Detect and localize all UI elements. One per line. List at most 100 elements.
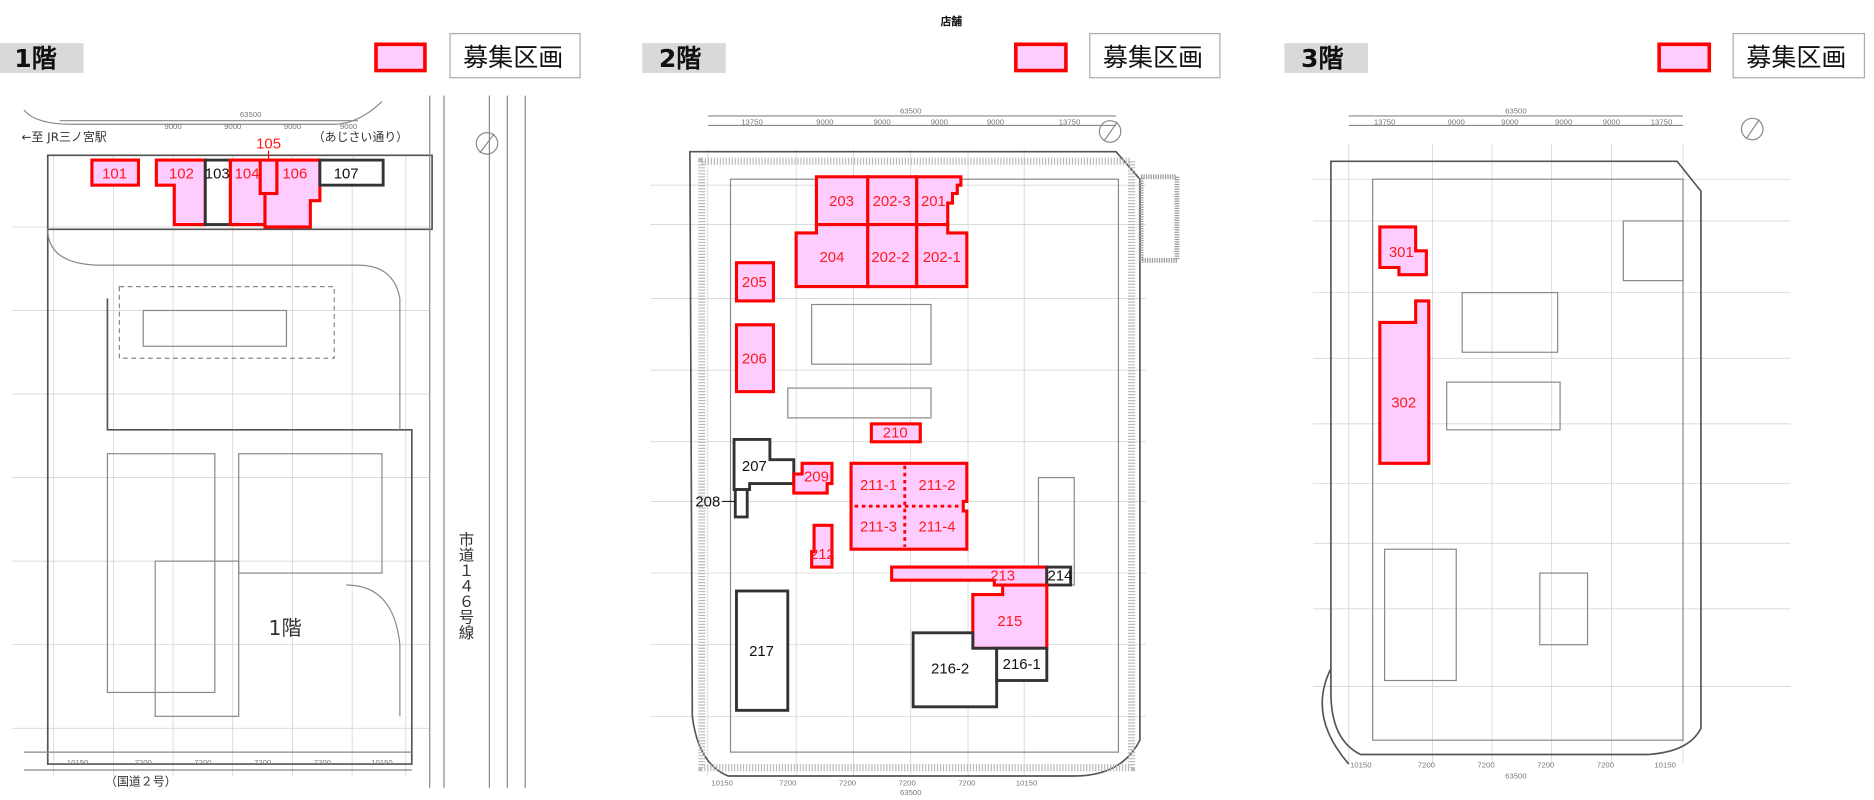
- svg-text:202-2: 202-2: [871, 249, 909, 266]
- unit-101[interactable]: 101: [90, 158, 141, 187]
- legend-box: [449, 32, 581, 79]
- dim-bottom: 7200: [194, 758, 211, 767]
- unit-208[interactable]: 208: [695, 488, 749, 519]
- legend-box: [1732, 32, 1866, 79]
- svg-text:206: 206: [742, 350, 767, 367]
- unit-205[interactable]: 205: [734, 261, 776, 303]
- unit-206[interactable]: 206: [734, 323, 776, 394]
- svg-text:202-1: 202-1: [923, 249, 961, 266]
- unit-213[interactable]: 213: [890, 565, 1049, 587]
- floor-1-label-bg: [0, 43, 84, 73]
- legend-swatch: [1657, 42, 1712, 73]
- dim-total: 63500: [240, 110, 262, 119]
- unit-215[interactable]: 215: [971, 583, 1049, 650]
- svg-text:207: 207: [742, 458, 767, 475]
- dim-span: 13750: [741, 117, 763, 126]
- street-label-west: ←至 JR三ノ宮駅: [21, 130, 106, 144]
- floor-3-label: 3階: [1301, 44, 1343, 73]
- unit-203[interactable]: 203: [814, 175, 870, 227]
- dim-span: 9000: [1603, 117, 1620, 126]
- unit-102[interactable]: 102: [154, 158, 207, 227]
- svg-text:103: 103: [205, 165, 230, 182]
- unit-201[interactable]: 201: [915, 175, 963, 227]
- unit-210[interactable]: 210: [869, 422, 922, 444]
- svg-text:208: 208: [695, 494, 720, 511]
- dim-bottom-total: 63500: [900, 788, 922, 797]
- svg-text:106: 106: [282, 165, 307, 182]
- unit-103[interactable]: 103: [203, 158, 232, 226]
- street-label-east: 市道１４６号線: [457, 531, 475, 640]
- floor-3-label-bg: [1284, 43, 1368, 73]
- dim-bottom: 7200: [1597, 761, 1614, 770]
- floor-1-center-label: 1階: [269, 616, 302, 640]
- unit-216-1[interactable]: 216-1: [995, 646, 1049, 682]
- floor-2-label: 2階: [659, 44, 701, 73]
- unit-207[interactable]: 207: [732, 437, 796, 491]
- dim-bottom: 7200: [135, 758, 152, 767]
- unit-202-1[interactable]: 202-1: [915, 222, 969, 289]
- svg-text:105: 105: [256, 136, 281, 153]
- legend-swatch: [1013, 42, 1068, 73]
- unit-211-3[interactable]: 211-3: [860, 519, 897, 536]
- unit-211-2[interactable]: 211-2: [918, 477, 955, 494]
- floor-1-units: 101 102 103 104 105 106 107: [90, 136, 385, 229]
- dim-bottom: 7200: [779, 779, 796, 788]
- floor-3-units: 301 302: [1378, 225, 1431, 465]
- dim-bottom: 7200: [314, 758, 331, 767]
- unit-211[interactable]: 211-1 211-2 211-3 211-4: [849, 461, 969, 551]
- unit-211-1[interactable]: 211-1: [860, 477, 897, 494]
- unit-202-3[interactable]: 202-3: [866, 175, 919, 227]
- unit-217[interactable]: 217: [735, 589, 790, 712]
- dim-span: 13750: [1651, 117, 1673, 126]
- legend-box: [1089, 32, 1221, 79]
- svg-text:203: 203: [829, 193, 854, 210]
- floor-1-panel: 1階 募集区画 63500 9000 9000 9000 9000: [0, 32, 581, 789]
- page-title: 店舗: [940, 15, 963, 28]
- dim-span: 9000: [1501, 117, 1518, 126]
- unit-107[interactable]: 107: [318, 158, 385, 187]
- svg-text:216-2: 216-2: [931, 661, 969, 678]
- dim-span: 9000: [931, 117, 948, 126]
- svg-text:212: 212: [810, 546, 835, 563]
- dim-span: 9000: [340, 122, 357, 131]
- legend-label: 募集区画: [1746, 43, 1846, 72]
- svg-text:302: 302: [1391, 395, 1416, 412]
- unit-302[interactable]: 302: [1378, 299, 1431, 465]
- unit-211-4[interactable]: 211-4: [918, 519, 955, 536]
- unit-209[interactable]: 209: [792, 461, 834, 495]
- svg-text:216-1: 216-1: [1003, 656, 1041, 673]
- unit-204[interactable]: 204: [794, 222, 870, 289]
- floor-1-label: 1階: [14, 44, 56, 73]
- dim-bottom: 10150: [711, 779, 733, 788]
- dim-bottom: 7200: [958, 779, 975, 788]
- floor-2-label-bg: [642, 43, 726, 73]
- svg-text:215: 215: [997, 613, 1022, 630]
- dim-bottom-total: 63500: [1505, 771, 1527, 780]
- svg-text:104: 104: [235, 165, 260, 182]
- unit-212[interactable]: 212: [810, 523, 835, 569]
- svg-text:101: 101: [102, 165, 127, 182]
- svg-text:205: 205: [742, 274, 767, 291]
- dim-total: 63500: [900, 107, 922, 116]
- dim-total: 63500: [1505, 107, 1527, 116]
- dim-bottom: 10150: [1654, 761, 1676, 770]
- legend-swatch: [374, 42, 427, 73]
- dim-span: 9000: [1448, 117, 1465, 126]
- dim-span: 9000: [284, 122, 301, 131]
- floor-1-plan-drawing: 63500 9000 9000 9000 9000 10150 7200 720…: [11, 95, 526, 788]
- dim-span: 9000: [224, 122, 241, 131]
- unit-202-2[interactable]: 202-2: [866, 222, 919, 289]
- dim-bottom: 7200: [839, 779, 856, 788]
- dim-bottom: 7200: [1537, 761, 1554, 770]
- svg-text:217: 217: [749, 643, 774, 660]
- svg-text:213: 213: [990, 568, 1015, 585]
- street-label-south: （国道２号）: [105, 775, 177, 789]
- unit-301[interactable]: 301: [1378, 225, 1428, 277]
- svg-text:210: 210: [883, 424, 908, 441]
- unit-214[interactable]: 214: [1045, 565, 1073, 587]
- svg-text:301: 301: [1389, 244, 1414, 261]
- dim-bottom: 7200: [899, 779, 916, 788]
- unit-216-2[interactable]: 216-2: [911, 631, 999, 709]
- svg-text:201: 201: [921, 193, 946, 210]
